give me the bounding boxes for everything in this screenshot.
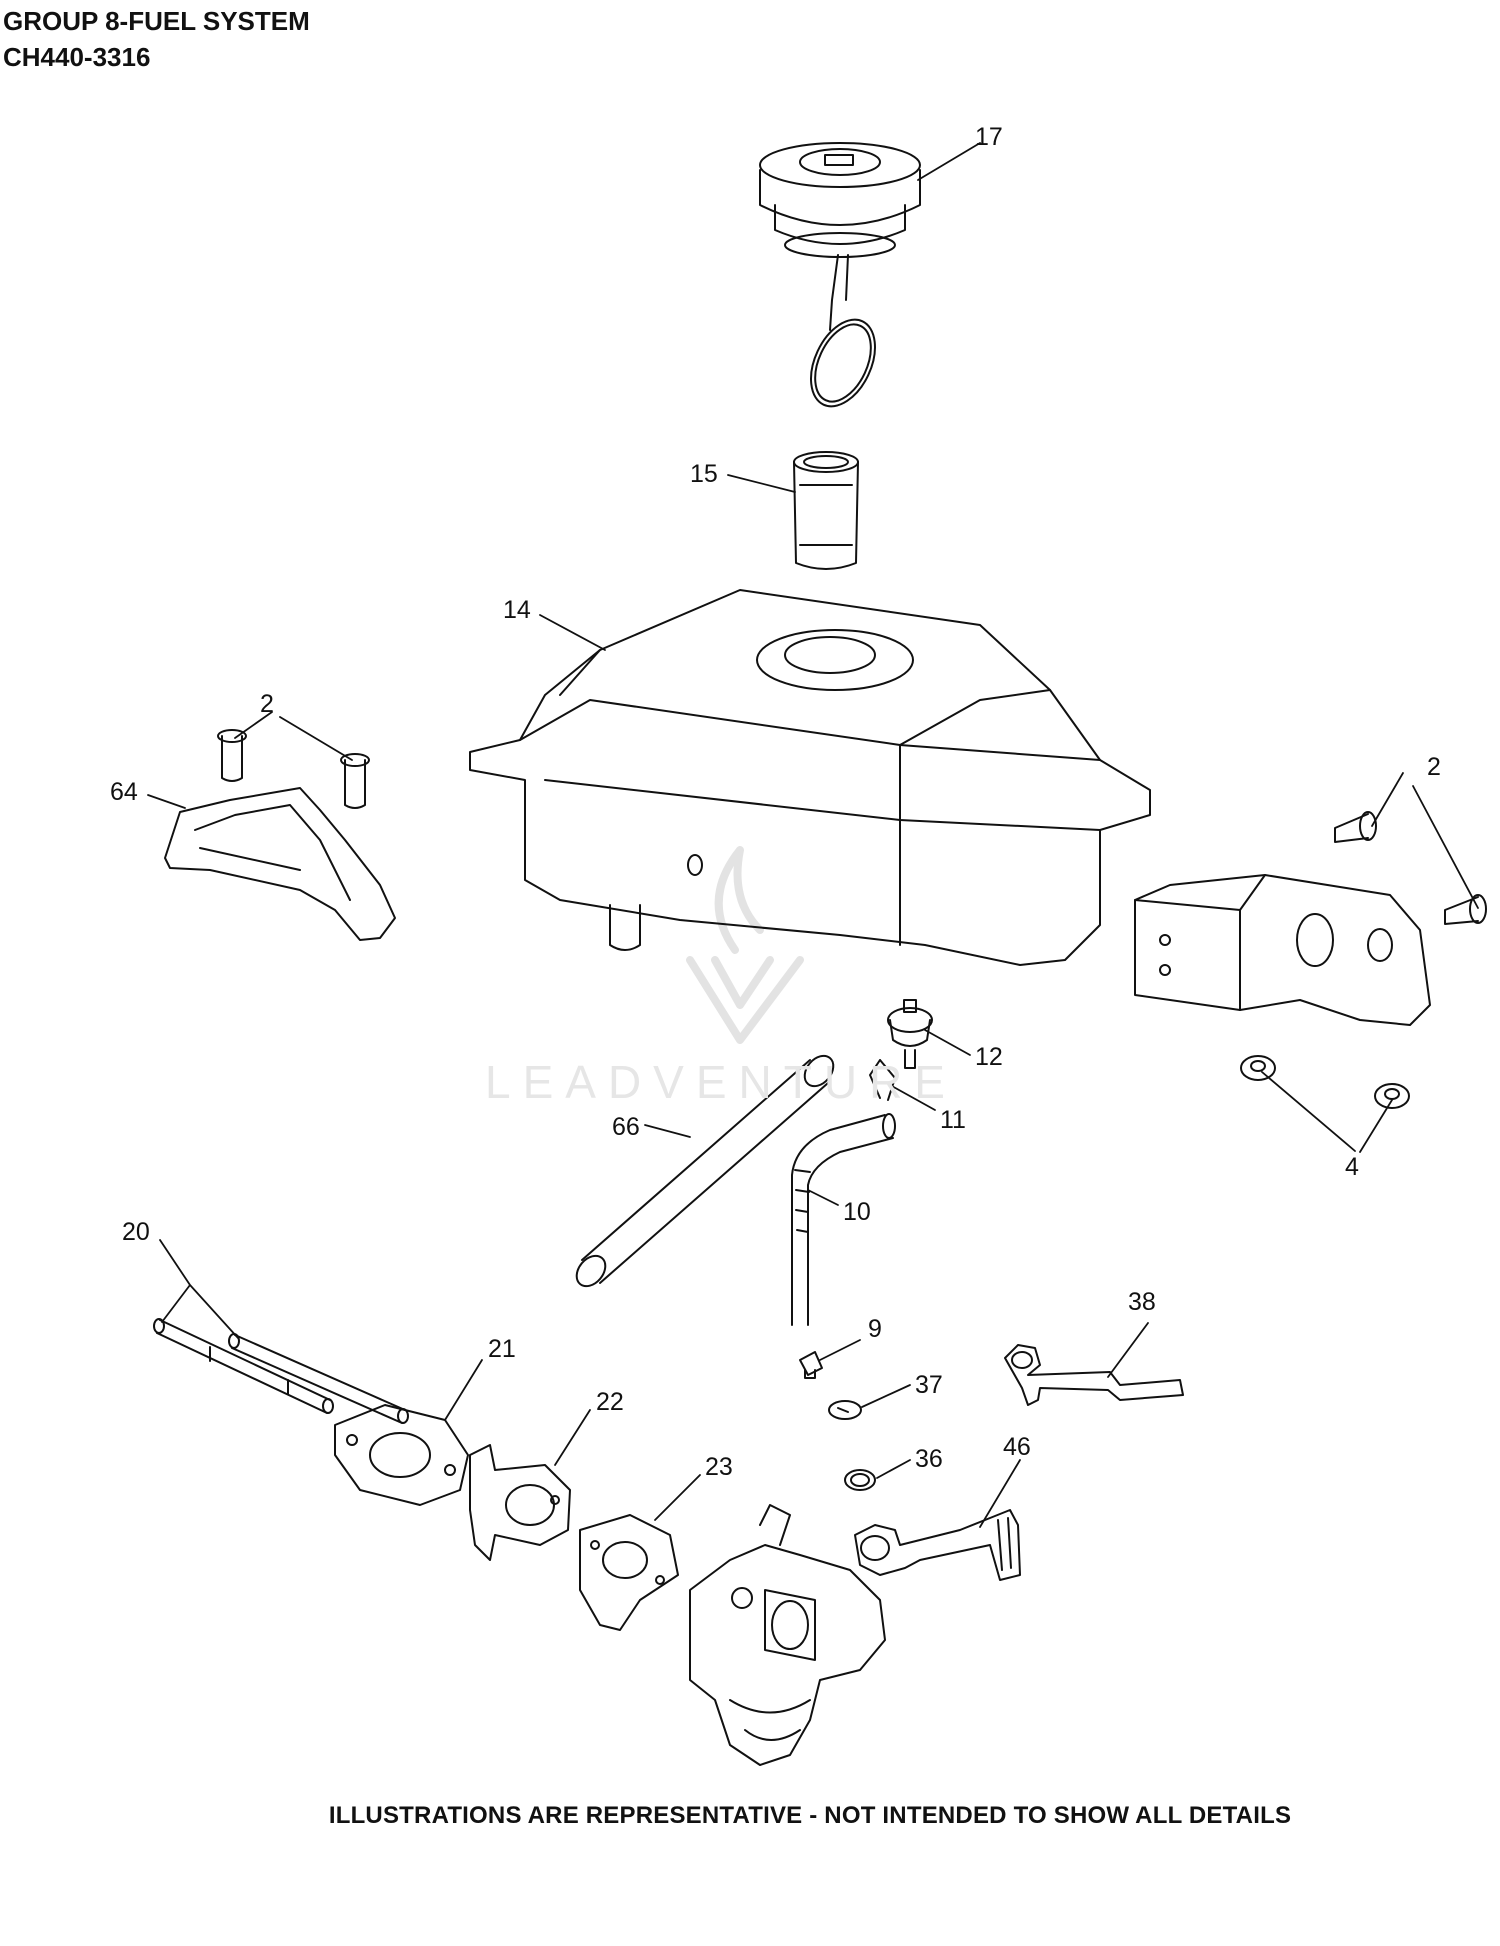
callout-38: 38 (1128, 1288, 1156, 1316)
callout-4: 4 (1345, 1153, 1359, 1181)
callout-22: 22 (596, 1388, 624, 1416)
callout-15: 15 (690, 460, 718, 488)
part-64-bracket (164, 787, 396, 941)
watermark-text: LEADVENTURE (485, 1056, 957, 1108)
callout-labels: 17 15 14 2 64 2 12 11 4 66 10 20 21 22 2… (110, 123, 1441, 1481)
part-9-screw (799, 1351, 823, 1379)
callout-17: 17 (975, 123, 1003, 151)
leader-lines (147, 142, 1479, 1528)
model-code: CH440-3316 (3, 42, 151, 72)
carburetor (689, 1504, 886, 1766)
part-14-fuel-tank (469, 589, 1151, 966)
part-66-tube (575, 1054, 835, 1288)
part-10-fuel-hose (791, 1113, 896, 1326)
callout-66: 66 (612, 1113, 640, 1141)
footer-disclaimer: ILLUSTRATIONS ARE REPRESENTATIVE - NOT I… (328, 1802, 1292, 1829)
callout-23: 23 (705, 1453, 733, 1481)
callout-2-left: 2 (260, 690, 274, 718)
part-12-fuel-valve (887, 999, 933, 1069)
part-20-studs (153, 1318, 409, 1424)
part-bracket-right (1134, 874, 1431, 1026)
part-22-insulator (469, 1444, 571, 1561)
part-23-gasket (579, 1514, 679, 1631)
callout-64: 64 (110, 778, 138, 806)
callout-14: 14 (503, 596, 531, 624)
callout-9: 9 (868, 1315, 882, 1343)
part-2-bolt-left (217, 729, 370, 809)
part-36-collar (844, 1469, 876, 1491)
part-37-clip (828, 1400, 862, 1420)
callout-11: 11 (940, 1106, 966, 1134)
part-38-choke-lever (1004, 1344, 1184, 1406)
callout-46: 46 (1003, 1433, 1031, 1461)
callout-21: 21 (488, 1335, 516, 1363)
callout-36: 36 (915, 1445, 943, 1473)
callout-37: 37 (915, 1371, 943, 1399)
callout-12: 12 (975, 1043, 1003, 1071)
group-title: GROUP 8-FUEL SYSTEM (3, 6, 310, 36)
callout-10: 10 (843, 1198, 871, 1226)
part-2-bolt-right (1334, 811, 1487, 925)
part-46-throttle-lever (854, 1509, 1021, 1581)
part-11-hose-clamp (869, 1059, 896, 1101)
watermark-logo (686, 846, 804, 1044)
part-4-washers (1240, 1055, 1410, 1109)
part-17-fuel-cap (759, 142, 921, 408)
part-21-gasket (334, 1404, 469, 1506)
callout-20: 20 (122, 1218, 150, 1246)
callout-2-right: 2 (1427, 753, 1441, 781)
part-15-fuel-strainer (793, 451, 859, 570)
